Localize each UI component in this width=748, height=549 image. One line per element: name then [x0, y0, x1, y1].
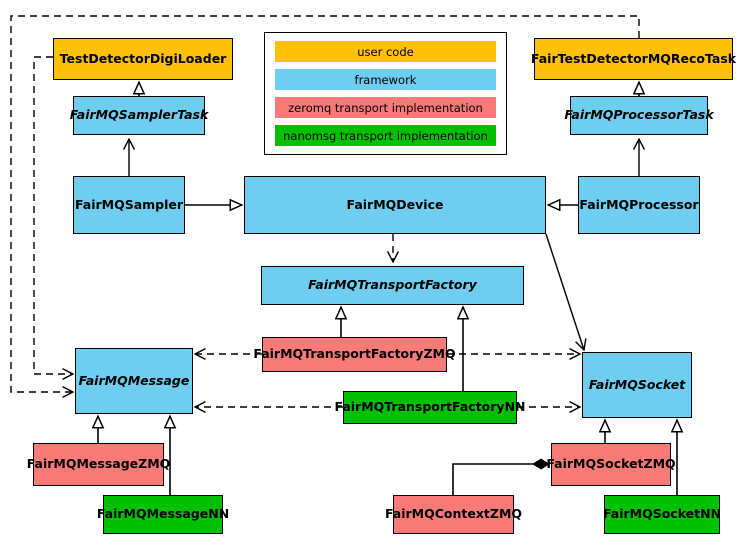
- class-box-FairTestDetectorMQRecoTask[interactable]: FairTestDetectorMQRecoTask: [531, 38, 736, 80]
- edge-digiloader-to-message: [33, 56, 73, 374]
- class-box-FairMQProcessorTask[interactable]: FairMQProcessorTask: [564, 96, 714, 135]
- legend-item-nn: nanomsg transport implementation: [275, 125, 496, 146]
- class-box-FairMQTransportFactoryZMQ[interactable]: FairMQTransportFactoryZMQ: [253, 337, 456, 372]
- class-box-FairMQDevice[interactable]: FairMQDevice: [244, 176, 546, 234]
- class-box-FairMQMessageNN[interactable]: FairMQMessageNN: [97, 495, 229, 534]
- class-box-FairMQProcessor[interactable]: FairMQProcessor: [578, 176, 700, 234]
- class-box-FairMQTransportFactory[interactable]: FairMQTransportFactory: [261, 266, 524, 305]
- class-box-FairMQContextZMQ[interactable]: FairMQContextZMQ: [385, 495, 522, 534]
- class-box-TestDetectorDigiLoader[interactable]: TestDetectorDigiLoader: [53, 38, 233, 80]
- edge-contextzmq-to-socketzmq: [452, 458, 550, 495]
- class-box-FairMQSocketZMQ[interactable]: FairMQSocketZMQ: [546, 443, 676, 486]
- legend-item-zmq: zeromq transport implementation: [275, 97, 496, 118]
- legend-item-frame: framework: [275, 69, 496, 90]
- class-box-FairMQTransportFactoryNN[interactable]: FairMQTransportFactoryNN: [335, 391, 526, 424]
- class-box-FairMQSamplerTask[interactable]: FairMQSamplerTask: [70, 96, 208, 135]
- legend-item-user: user code: [275, 41, 496, 62]
- legend: user code framework zeromq transport imple…: [264, 32, 507, 155]
- class-box-FairMQSocketNN[interactable]: FairMQSocketNN: [603, 495, 721, 534]
- class-box-FairMQSampler[interactable]: FairMQSampler: [73, 176, 185, 234]
- edge-device-to-socket: [545, 233, 584, 350]
- class-box-FairMQMessageZMQ[interactable]: FairMQMessageZMQ: [27, 443, 170, 486]
- class-box-FairMQSocket[interactable]: FairMQSocket: [582, 352, 692, 418]
- class-box-FairMQMessage[interactable]: FairMQMessage: [75, 348, 193, 414]
